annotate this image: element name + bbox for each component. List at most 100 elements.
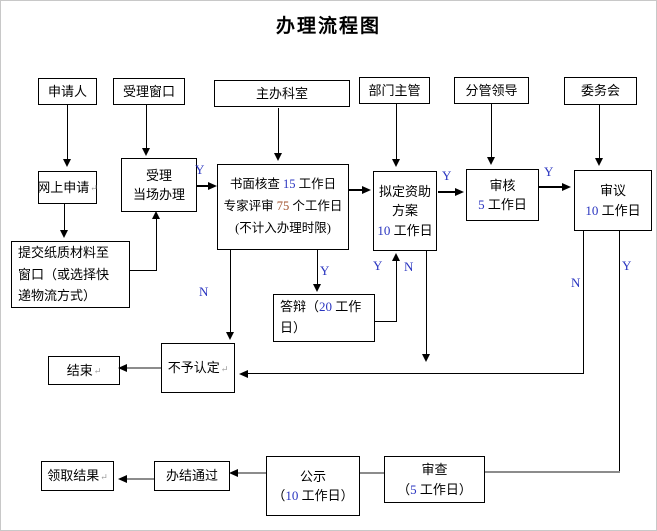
node-dept-head: 部门主管 <box>359 77 430 104</box>
connector-written-plan <box>349 189 363 191</box>
node-main-office: 主办科室 <box>214 80 350 107</box>
node-committee: 委务会 <box>564 77 637 105</box>
arrowhead-defense-plan <box>392 253 400 261</box>
box-text-line: 提交纸质材料至 <box>18 245 110 261</box>
node-end: 结束↵ <box>48 356 120 385</box>
connector-publicity-completed <box>237 472 266 474</box>
edge-label-delib-no: N <box>571 275 581 290</box>
arrowhead-delib-rejected <box>239 370 248 378</box>
edge-label-plan-yes: Y <box>442 168 452 183</box>
node-review: 审查（5 工作日） <box>384 456 485 503</box>
box-text-line: 10 工作日 <box>377 222 433 238</box>
box-text-line: 方案 <box>391 203 418 219</box>
arrowhead-completed-result <box>118 475 127 483</box>
box-text-line: 分管领导 <box>465 82 518 98</box>
arrowhead-dept-plan <box>392 159 400 167</box>
edge-label-plan-no: N <box>404 259 414 274</box>
box-text-line: 5 工作日 <box>478 197 527 212</box>
arrowhead-applicant-online <box>63 159 71 167</box>
connector-rejected-end <box>126 367 161 369</box>
box-text-line: 办结通过 <box>165 468 218 484</box>
node-funding-plan: 拟定资助方案 10 工作日 <box>373 171 437 251</box>
connector-submit-accept-v <box>156 218 157 271</box>
connector-accept-written <box>197 185 209 187</box>
connector-window-accept <box>146 105 147 148</box>
arrowhead-office-written <box>274 153 282 161</box>
connector-plan-rejected <box>426 251 427 354</box>
connector-review-publicity <box>360 472 384 474</box>
box-text-line: 结束↵ <box>66 362 102 378</box>
pilcrow-mark: ↵ <box>100 471 108 482</box>
box-text-line: 拟定资助 <box>378 183 431 199</box>
arrowhead-online-submit <box>60 230 68 238</box>
connector-delib-rejected-h <box>247 373 584 374</box>
arrowhead-plan-rejected <box>422 354 430 362</box>
node-accept-window: 受理窗口 <box>113 78 185 105</box>
box-text-line: （10 工作日） <box>272 488 354 503</box>
connector-delib-review-v <box>619 231 620 472</box>
connector-audit-delib <box>539 186 563 188</box>
node-completed: 办结通过 <box>154 461 230 491</box>
connector-defense-plan-h <box>375 321 397 322</box>
connector-delib-rejected-v <box>583 231 584 374</box>
edge-label-written-no: N <box>199 284 209 299</box>
node-defense: 答辩（20 工作日） <box>273 294 375 342</box>
arrowhead-rejected-end <box>118 364 127 372</box>
connector-committee-delib <box>599 105 600 158</box>
box-text-line: 书面核查 15 工作日 <box>229 177 337 192</box>
box-text-line: 受理 <box>145 167 172 183</box>
arrowhead-written-defense <box>313 284 321 292</box>
arrowhead-leader-audit <box>487 157 495 165</box>
box-text-line: 审议 <box>599 183 626 198</box>
arrowhead-audit-delib <box>562 183 571 191</box>
box-text-line: 领取结果↵ <box>47 468 108 484</box>
connector-delib-review-h <box>485 471 620 473</box>
box-text-line: 申请人 <box>47 83 87 99</box>
pilcrow-mark: ↵ <box>220 363 229 374</box>
connector-completed-result <box>126 478 154 480</box>
arrowhead-publicity-completed <box>229 469 238 477</box>
box-text-line: 专家评审 75 个工作日 <box>223 199 343 214</box>
connector-submit-accept-h <box>129 270 157 271</box>
pilcrow-mark: ↵ <box>90 183 98 194</box>
connector-online-submit <box>64 204 65 230</box>
arrowhead-written-plan <box>362 186 371 194</box>
connector-office-written <box>278 108 279 153</box>
arrowhead-written-rejected <box>226 332 234 340</box>
arrowhead-window-accept <box>142 148 150 156</box>
node-audit: 审核 5 工作日 <box>466 169 539 221</box>
edge-label-accept-yes: Y <box>195 162 205 177</box>
box-text-line: 答辩（20 工作 <box>280 299 362 315</box>
node-written-review: 书面核查 15 工作日专家评审 75 个工作日(不计入办理时限) <box>217 164 349 250</box>
box-text-line: 部门主管 <box>368 82 421 98</box>
node-submit-paper: 提交纸质材料至窗口（或选择快递物流方式） <box>11 241 130 308</box>
box-text-line: 受理窗口 <box>122 83 175 99</box>
node-leader: 分管领导 <box>454 77 529 104</box>
box-text-line: 日） <box>280 320 307 335</box>
box-text-line: 审查 <box>421 462 448 477</box>
box-text-line: 网上申请↵ <box>37 179 98 195</box>
connector-written-defense <box>317 250 318 284</box>
node-accept-onsite: 受理当场办理 <box>121 158 197 212</box>
arrowhead-committee-delib <box>595 158 603 166</box>
page-title: 办理流程图 <box>275 16 381 37</box>
node-rejected: 不予认定↵ <box>161 343 235 393</box>
connector-applicant-online <box>67 105 68 159</box>
box-text-line: 不予认定↵ <box>167 360 229 376</box>
connector-leader-audit <box>491 104 492 157</box>
arrowhead-plan-audit <box>455 188 464 196</box>
arrowhead-accept-written <box>208 182 217 190</box>
connector-dept-plan <box>396 104 397 159</box>
edge-label-audit-yes: Y <box>544 164 554 179</box>
node-publicity: 公示 （10 工作日） <box>266 456 360 516</box>
node-get-result: 领取结果↵ <box>41 461 114 491</box>
box-text-line: 审核 <box>489 177 516 193</box>
node-online-apply: 网上申请↵ <box>37 171 98 204</box>
connector-written-rejected <box>230 250 231 332</box>
box-text-line: 当场办理 <box>132 187 185 202</box>
box-text-line: 公示 <box>299 468 326 484</box>
connector-plan-audit <box>438 191 456 193</box>
connector-defense-plan-v <box>396 260 397 321</box>
pilcrow-mark: ↵ <box>93 366 102 377</box>
box-text-line: 10 工作日 <box>585 202 641 218</box>
